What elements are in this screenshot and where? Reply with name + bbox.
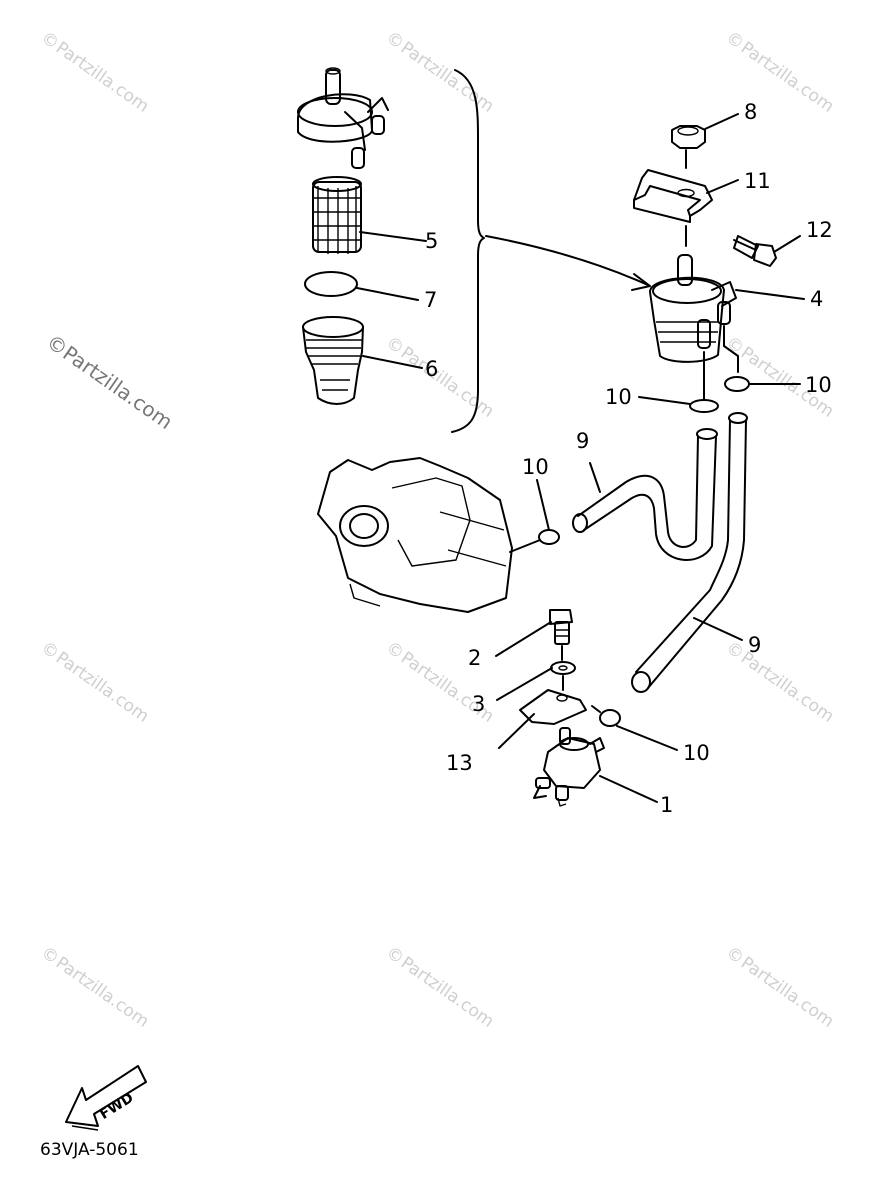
brace bbox=[451, 69, 485, 433]
filter-assembly-illustration bbox=[649, 254, 737, 363]
o-ring-small bbox=[599, 709, 621, 727]
callout-6: 6 bbox=[425, 357, 438, 381]
watermark: © Partzilla.com bbox=[37, 28, 152, 117]
o-ring-illustration bbox=[304, 271, 358, 297]
watermark: © Partzilla.com bbox=[37, 943, 152, 1032]
o-ring-small bbox=[538, 529, 560, 545]
watermark-text: Partzilla.com bbox=[397, 38, 498, 117]
watermark-text: Partzilla.com bbox=[397, 953, 498, 1032]
callout-8: 8 bbox=[744, 100, 757, 124]
callout-2: 2 bbox=[468, 646, 481, 670]
leader-lines bbox=[356, 113, 805, 803]
watermark: © Partzilla.com bbox=[722, 638, 837, 727]
callout-9-lower: 9 bbox=[748, 633, 761, 657]
callout-1: 1 bbox=[660, 793, 673, 817]
watermark-text: Partzilla.com bbox=[737, 953, 838, 1032]
callout-7: 7 bbox=[424, 288, 437, 312]
fuel-joint-illustration bbox=[533, 727, 605, 807]
lower-hose-illustration bbox=[631, 412, 748, 693]
nut-illustration bbox=[671, 125, 706, 149]
callout-3: 3 bbox=[472, 692, 485, 716]
callout-12: 12 bbox=[806, 218, 833, 242]
diagram-code: 63VJA-5061 bbox=[40, 1140, 139, 1160]
bolt-illustration bbox=[733, 235, 777, 267]
watermark: © Partzilla.com bbox=[382, 28, 497, 117]
callout-11: 11 bbox=[744, 169, 771, 193]
fwd-label: FWD bbox=[97, 1090, 137, 1123]
bolt-2-illustration bbox=[549, 609, 573, 645]
filter-cap-illustration bbox=[297, 67, 389, 169]
watermark-large: © Partzilla.com bbox=[42, 329, 177, 434]
watermark-text: Partzilla.com bbox=[52, 953, 153, 1032]
watermark: © Partzilla.com bbox=[382, 943, 497, 1032]
upper-hose-illustration bbox=[572, 428, 718, 561]
filter-element-illustration bbox=[312, 176, 362, 254]
watermark-text: Partzilla.com bbox=[397, 343, 498, 422]
watermark-text: Partzilla.com bbox=[52, 648, 153, 727]
assembly-arrow bbox=[485, 235, 649, 286]
carburetor-illustration bbox=[317, 457, 541, 613]
watermark: © Partzilla.com bbox=[722, 28, 837, 117]
filter-cup-illustration bbox=[302, 316, 364, 405]
watermark: © Partzilla.com bbox=[37, 638, 152, 727]
callout-10-filter-left: 10 bbox=[605, 385, 632, 409]
o-ring-small bbox=[724, 376, 750, 392]
callout-labels: 8 11 12 4 5 7 6 10 10 10 9 9 2 3 10 13 1 bbox=[424, 100, 833, 817]
joint-bracket-illustration bbox=[519, 689, 587, 725]
washer-illustration bbox=[550, 661, 576, 675]
assembly-arrowhead bbox=[631, 273, 651, 291]
watermark-text: Partzilla.com bbox=[52, 38, 153, 117]
watermark: © Partzilla.com bbox=[382, 333, 497, 422]
callout-4: 4 bbox=[810, 287, 823, 311]
callout-10-carburetor: 10 bbox=[522, 455, 549, 479]
watermark: © Partzilla.com bbox=[722, 943, 837, 1032]
callout-5: 5 bbox=[425, 229, 438, 253]
callout-10-filter-right: 10 bbox=[805, 373, 832, 397]
watermark-text: Partzilla.com bbox=[59, 341, 178, 434]
o-ring-small bbox=[689, 399, 719, 413]
bracket-illustration bbox=[633, 169, 713, 223]
fwd-arrow-icon: FWD bbox=[65, 1065, 147, 1131]
watermarks: © Partzilla.com © Partzilla.com © Partzi… bbox=[37, 28, 837, 1032]
callout-13: 13 bbox=[446, 751, 473, 775]
callout-9-upper: 9 bbox=[576, 429, 589, 453]
callout-10-joint: 10 bbox=[683, 741, 710, 765]
watermark-text: Partzilla.com bbox=[737, 648, 838, 727]
